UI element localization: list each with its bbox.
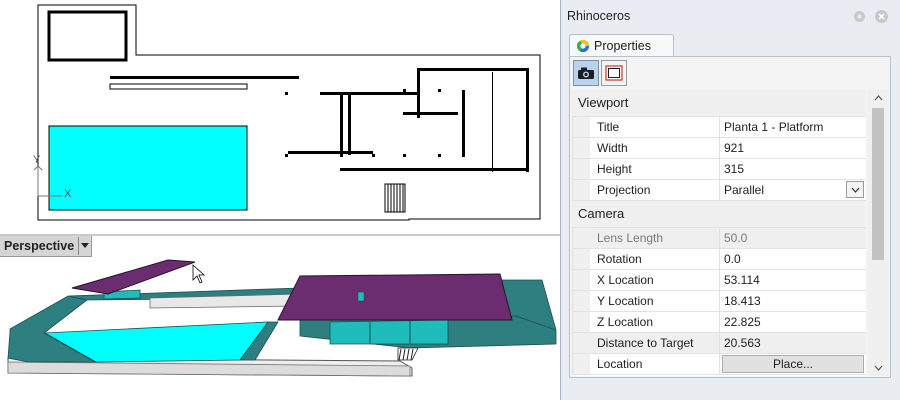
rotation-field[interactable]: 0.0 — [724, 252, 741, 266]
camera-button[interactable] — [573, 60, 599, 86]
row-y-location[interactable]: Y Location 18.413 — [572, 291, 866, 312]
property-scrollbar[interactable] — [868, 90, 888, 376]
glass-front — [329, 319, 449, 345]
lens-length-field: 50.0 — [724, 231, 748, 245]
perspective-title[interactable]: Perspective — [4, 239, 75, 253]
chevron-up-icon — [874, 95, 882, 101]
place-button[interactable]: Place... — [722, 355, 864, 373]
label-distance-to-target: Distance to Target — [572, 333, 720, 353]
row-rotation[interactable]: Rotation 0.0 — [572, 249, 866, 270]
projection-dropdown-button[interactable] — [846, 181, 864, 198]
row-distance-to-target[interactable]: Distance to Target 20.563 — [572, 333, 866, 354]
plan-wall-long — [110, 76, 299, 79]
mouse-cursor-icon — [192, 264, 206, 284]
distance-to-target-field[interactable]: 20.563 — [724, 336, 761, 350]
plan-columns — [285, 89, 441, 157]
properties-panel: Rhinoceros Properties — [560, 0, 900, 400]
plan-bench — [109, 83, 248, 90]
rectangle-icon — [605, 65, 623, 81]
plan-drawing — [33, 4, 541, 221]
tab-properties[interactable]: Properties — [569, 34, 674, 57]
height-field[interactable]: 315 — [724, 162, 745, 176]
viewport-menu-button[interactable] — [78, 237, 91, 255]
roof-left — [71, 259, 196, 295]
plan-glass-line — [492, 72, 493, 172]
perspective-tab[interactable]: Perspective — [0, 236, 93, 257]
gear-icon[interactable] — [853, 10, 866, 23]
section-camera[interactable]: Camera — [572, 201, 866, 228]
viewport-frame-button[interactable] — [601, 60, 627, 86]
label-projection: Projection — [572, 180, 720, 200]
scroll-up-button[interactable] — [868, 90, 888, 106]
plan-room-wall — [47, 10, 128, 62]
row-width[interactable]: Width 921 — [572, 138, 866, 159]
plan-stairs — [384, 183, 406, 213]
label-height: Height — [572, 159, 720, 179]
row-height[interactable]: Height 315 — [572, 159, 866, 180]
properties-toolbar — [573, 60, 627, 88]
label-z-location: Z Location — [572, 312, 720, 332]
plan-wall — [340, 168, 528, 171]
chevron-down-icon — [874, 365, 882, 371]
tab-label: Properties — [594, 39, 651, 53]
plan-wall — [417, 68, 528, 71]
scroll-down-button[interactable] — [868, 360, 888, 376]
row-title[interactable]: Title Planta 1 - Platform — [572, 117, 866, 138]
x-location-field[interactable]: 53.114 — [724, 273, 760, 287]
plan-wall — [320, 92, 420, 95]
scroll-thumb[interactable] — [872, 108, 884, 260]
title-field[interactable]: Planta 1 - Platform — [724, 120, 824, 134]
axes-icon — [33, 165, 62, 197]
chevron-down-icon — [851, 187, 859, 193]
chevron-down-icon — [81, 243, 90, 248]
section-viewport[interactable]: Viewport — [572, 90, 866, 117]
label-lens-length: Lens Length — [572, 228, 720, 248]
color-wheel-icon — [576, 39, 589, 53]
plan-wall — [340, 92, 343, 157]
label-location: Location — [572, 354, 720, 374]
property-grid: Viewport Title Planta 1 - Platform Width… — [572, 90, 866, 376]
axis-x-label: X — [64, 188, 72, 200]
perspective-model — [7, 259, 557, 377]
plan-wall — [348, 95, 351, 155]
row-projection[interactable]: Projection Parallel — [572, 180, 866, 201]
roof-right — [277, 273, 513, 321]
row-z-location[interactable]: Z Location 22.825 — [572, 312, 866, 333]
y-location-field[interactable]: 18.413 — [724, 294, 761, 308]
properties-body: Viewport Title Planta 1 - Platform Width… — [569, 56, 891, 378]
panel-title: Rhinoceros — [567, 9, 631, 23]
camera-icon — [578, 67, 594, 79]
stairs-3d — [397, 347, 419, 361]
z-location-field[interactable]: 22.825 — [724, 315, 761, 329]
row-location: Location Place... — [572, 354, 866, 375]
top-viewport[interactable]: X Y — [0, 0, 560, 235]
panel-titlebar[interactable]: Rhinoceros — [561, 0, 900, 32]
plan-outline — [37, 4, 541, 221]
plan-wall — [403, 112, 458, 115]
plan-wall — [526, 68, 529, 172]
label-width: Width — [572, 138, 720, 158]
plan-wall — [288, 151, 373, 154]
viewport-divider[interactable] — [0, 234, 560, 236]
axis-y-label: Y — [33, 154, 41, 166]
row-lens-length: Lens Length 50.0 — [572, 228, 866, 249]
close-icon[interactable] — [875, 10, 888, 23]
plan-wall — [462, 90, 465, 157]
plan-pool — [48, 125, 248, 211]
label-rotation: Rotation — [572, 249, 720, 269]
projection-select[interactable]: Parallel — [724, 183, 765, 197]
perspective-viewport[interactable]: Perspective — [0, 236, 560, 400]
width-field[interactable]: 921 — [724, 141, 745, 155]
label-title: Title — [572, 117, 720, 137]
label-y-location: Y Location — [572, 291, 720, 311]
label-x-location: X Location — [572, 270, 720, 290]
row-x-location[interactable]: X Location 53.114 — [572, 270, 866, 291]
